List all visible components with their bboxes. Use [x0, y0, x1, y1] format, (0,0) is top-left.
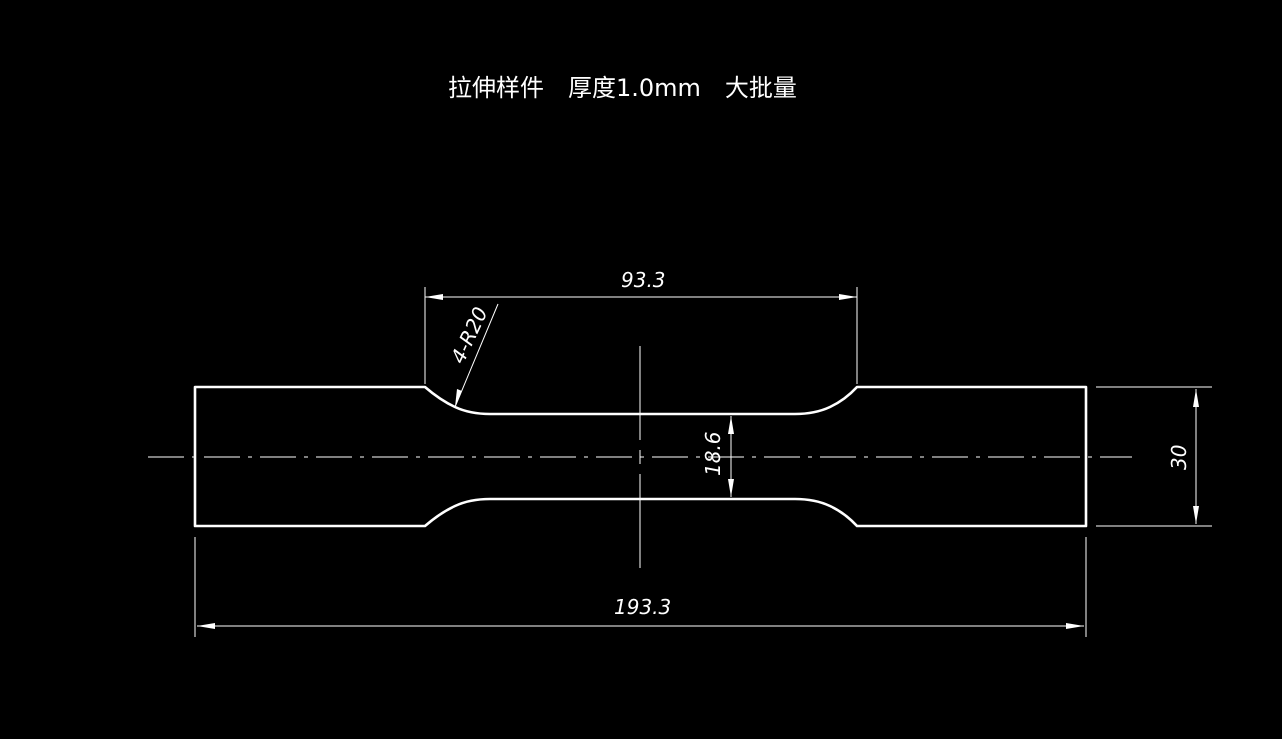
dim-text-radius: 4-R20 — [446, 303, 493, 367]
dim-text-total-width: 30 — [1167, 445, 1191, 470]
arrow-top-left — [425, 294, 443, 300]
arrow-length-left — [197, 623, 215, 629]
dim-text-total-length: 193.3 — [614, 595, 671, 619]
radius-leader-arrow — [455, 389, 462, 407]
dim-text-top-length: 93.3 — [621, 268, 666, 292]
radius-leader-line — [454, 303, 499, 408]
arrow-narrow-bottom — [728, 479, 734, 497]
drawing-title: 拉伸样件 厚度1.0mm 大批量 — [448, 74, 797, 102]
dim-text-narrow-width: 18.6 — [701, 431, 725, 476]
arrow-length-right — [1066, 623, 1084, 629]
arrow-width-top — [1193, 389, 1199, 407]
arrow-top-right — [839, 294, 857, 300]
arrow-narrow-top — [728, 416, 734, 434]
specimen-outline — [193, 385, 1088, 528]
arrow-width-bottom — [1193, 506, 1199, 524]
